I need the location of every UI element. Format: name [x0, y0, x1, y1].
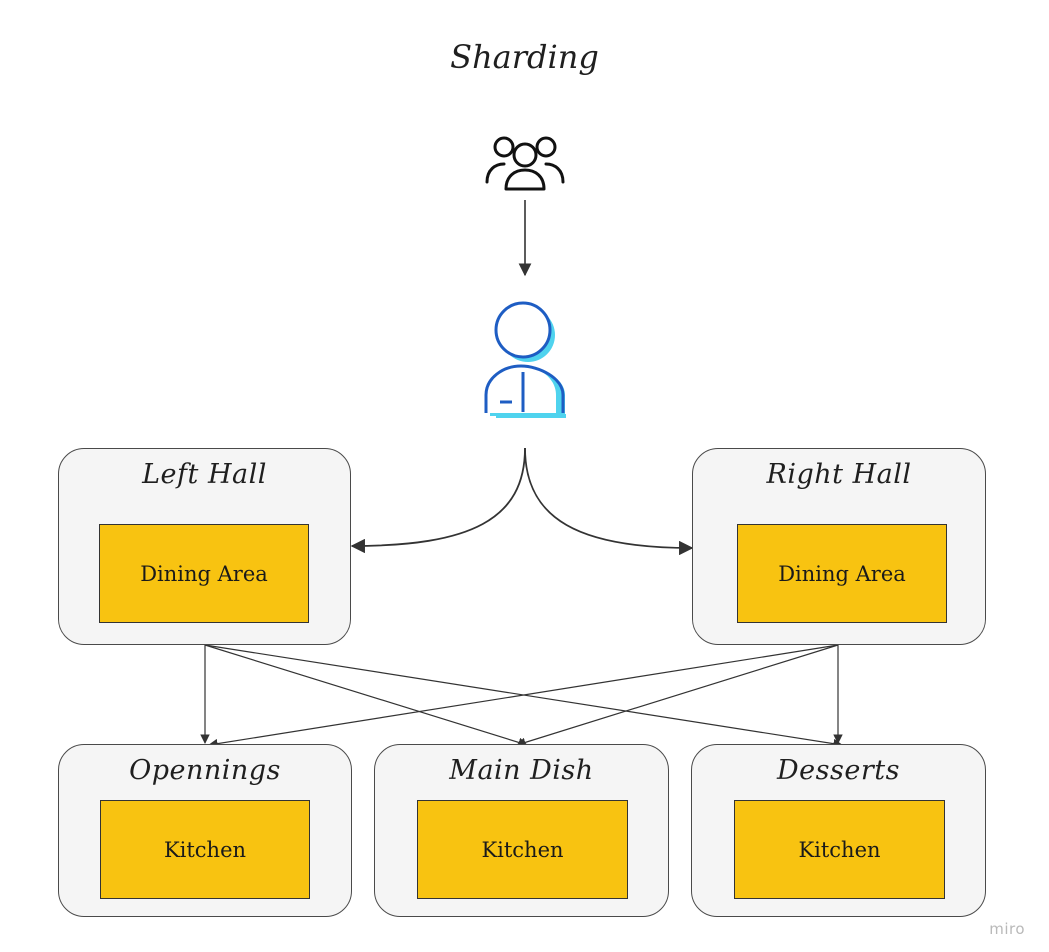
- users-group-icon: [485, 136, 565, 191]
- host-person-icon: [484, 301, 566, 418]
- opennings-kitchen-box: Kitchen: [100, 800, 310, 899]
- arrow-left-hall-to-main-dish: [204, 644, 528, 748]
- arrow-host-to-right-hall: [524, 447, 694, 556]
- left-dining-area-box: Dining Area: [99, 524, 309, 623]
- left-hall-label: Left Hall: [142, 459, 267, 490]
- miro-watermark: miro: [989, 920, 1025, 938]
- opennings-label: Opennings: [129, 755, 281, 786]
- opennings-card[interactable]: Opennings Kitchen: [58, 744, 352, 917]
- desserts-kitchen-box: Kitchen: [734, 800, 945, 899]
- arrow-right-hall-to-main-dish: [516, 644, 839, 748]
- arrow-host-to-left-hall: [350, 447, 526, 554]
- main-dish-card[interactable]: Main Dish Kitchen: [374, 744, 669, 917]
- desserts-card[interactable]: Desserts Kitchen: [691, 744, 986, 917]
- arrow-right-hall-to-opennings: [208, 644, 839, 749]
- right-hall-card[interactable]: Right Hall Dining Area: [692, 448, 986, 645]
- diagram-title: Sharding: [450, 38, 599, 76]
- main-dish-kitchen-box: Kitchen: [417, 800, 628, 899]
- desserts-label: Desserts: [777, 755, 900, 786]
- right-dining-area-box: Dining Area: [737, 524, 947, 623]
- right-hall-label: Right Hall: [766, 459, 912, 490]
- left-hall-card[interactable]: Left Hall Dining Area: [58, 448, 351, 645]
- main-dish-label: Main Dish: [449, 755, 594, 786]
